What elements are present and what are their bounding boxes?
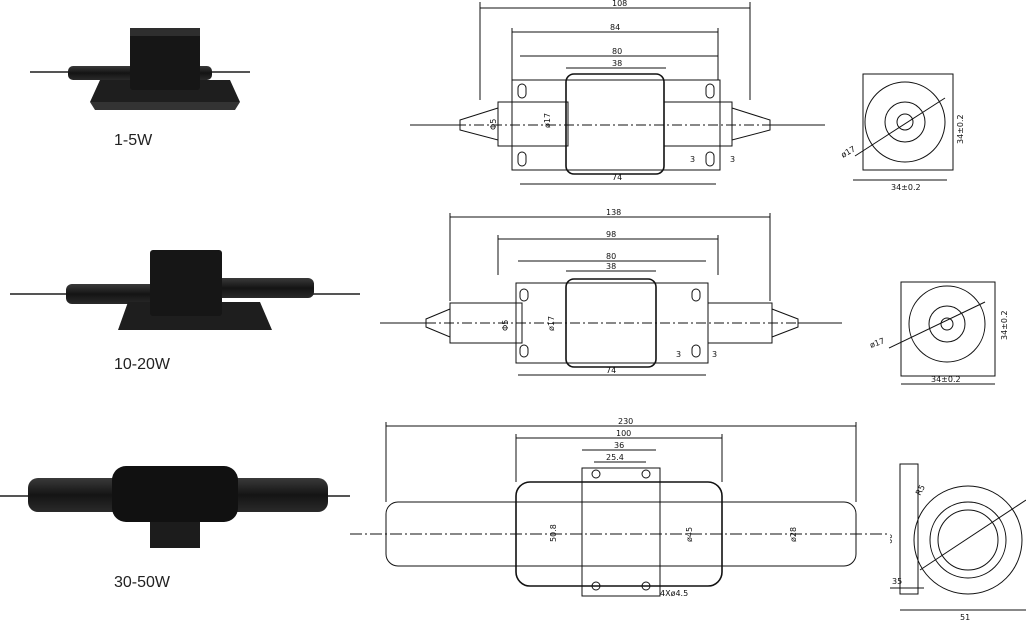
dim-mount-3: 36 <box>614 441 624 450</box>
dim-tube-dia-3: ø28 <box>789 527 798 542</box>
front-drawing-2: 138 98 80 38 74 3 3 ø17 Φ5 <box>380 208 842 376</box>
power-label-2: 10-20W <box>114 356 171 373</box>
dim-slot-2: 3 <box>676 350 681 359</box>
dim-cover-1: 38 <box>612 59 622 68</box>
side-drawing-1: 34±0.2 34±0.2 ø17 <box>840 73 965 192</box>
dim-mount-1: 80 <box>612 47 622 56</box>
dim-hole-2: Φ5 <box>501 320 510 331</box>
dim-body-dia-3: ø45 <box>685 527 694 542</box>
dim-side-height-3: 60 <box>890 534 894 544</box>
dim-overall-1: 108 <box>612 0 627 8</box>
dim-slot2-1: 3 <box>730 155 735 164</box>
dim-cover-2: 38 <box>606 262 616 271</box>
dim-slot-1: 3 <box>690 155 695 164</box>
front-drawing-3: 230 100 36 25.4 50.8 ø45 ø28 4Xø4.5 <box>350 417 890 598</box>
side-drawing-3: 35 51 60 R5 <box>890 463 1026 622</box>
dim-body-2: 98 <box>606 230 616 239</box>
front-drawing-1: 108 84 80 38 74 3 3 ø17 Φ5 <box>410 0 825 185</box>
dim-fillet-3: R5 <box>914 483 927 497</box>
dim-inner-3: 50.8 <box>549 524 558 542</box>
product-photo-2 <box>10 250 360 330</box>
dim-side-height-2: 34±0.2 <box>1000 310 1009 340</box>
dim-side-width-1: 34±0.2 <box>891 183 921 192</box>
dim-overall-2: 138 <box>606 208 621 217</box>
dim-holes-3: 4Xø4.5 <box>660 589 688 598</box>
dim-height-2: ø17 <box>547 316 556 331</box>
dim-overall-3: 230 <box>618 417 633 426</box>
dim-body-1: 84 <box>610 23 620 32</box>
dim-base-2: 74 <box>606 366 616 375</box>
dim-core-1: ø17 <box>840 144 858 159</box>
dim-side-base-3: 35 <box>892 577 902 586</box>
dim-slot2-2: 3 <box>712 350 717 359</box>
dim-cover-3: 25.4 <box>606 453 624 462</box>
dim-hole-1: Φ5 <box>489 119 498 130</box>
dim-side-height-1: 34±0.2 <box>956 114 965 144</box>
side-drawing-2: 34±0.2 34±0.2 ø17 <box>869 281 1009 385</box>
dim-height-1: ø17 <box>543 113 552 128</box>
power-label-1: 1-5W <box>114 132 153 149</box>
product-photo-1 <box>30 28 250 110</box>
dim-side-width-2: 34±0.2 <box>931 375 961 384</box>
dim-side-width-3: 51 <box>960 613 970 622</box>
dim-mount-2: 80 <box>606 252 616 261</box>
dim-body-3: 100 <box>616 429 631 438</box>
power-label-3: 30-50W <box>114 574 171 591</box>
dim-core-2: ø17 <box>869 336 886 350</box>
dim-base-1: 74 <box>612 173 622 182</box>
product-photo-3 <box>0 466 350 548</box>
